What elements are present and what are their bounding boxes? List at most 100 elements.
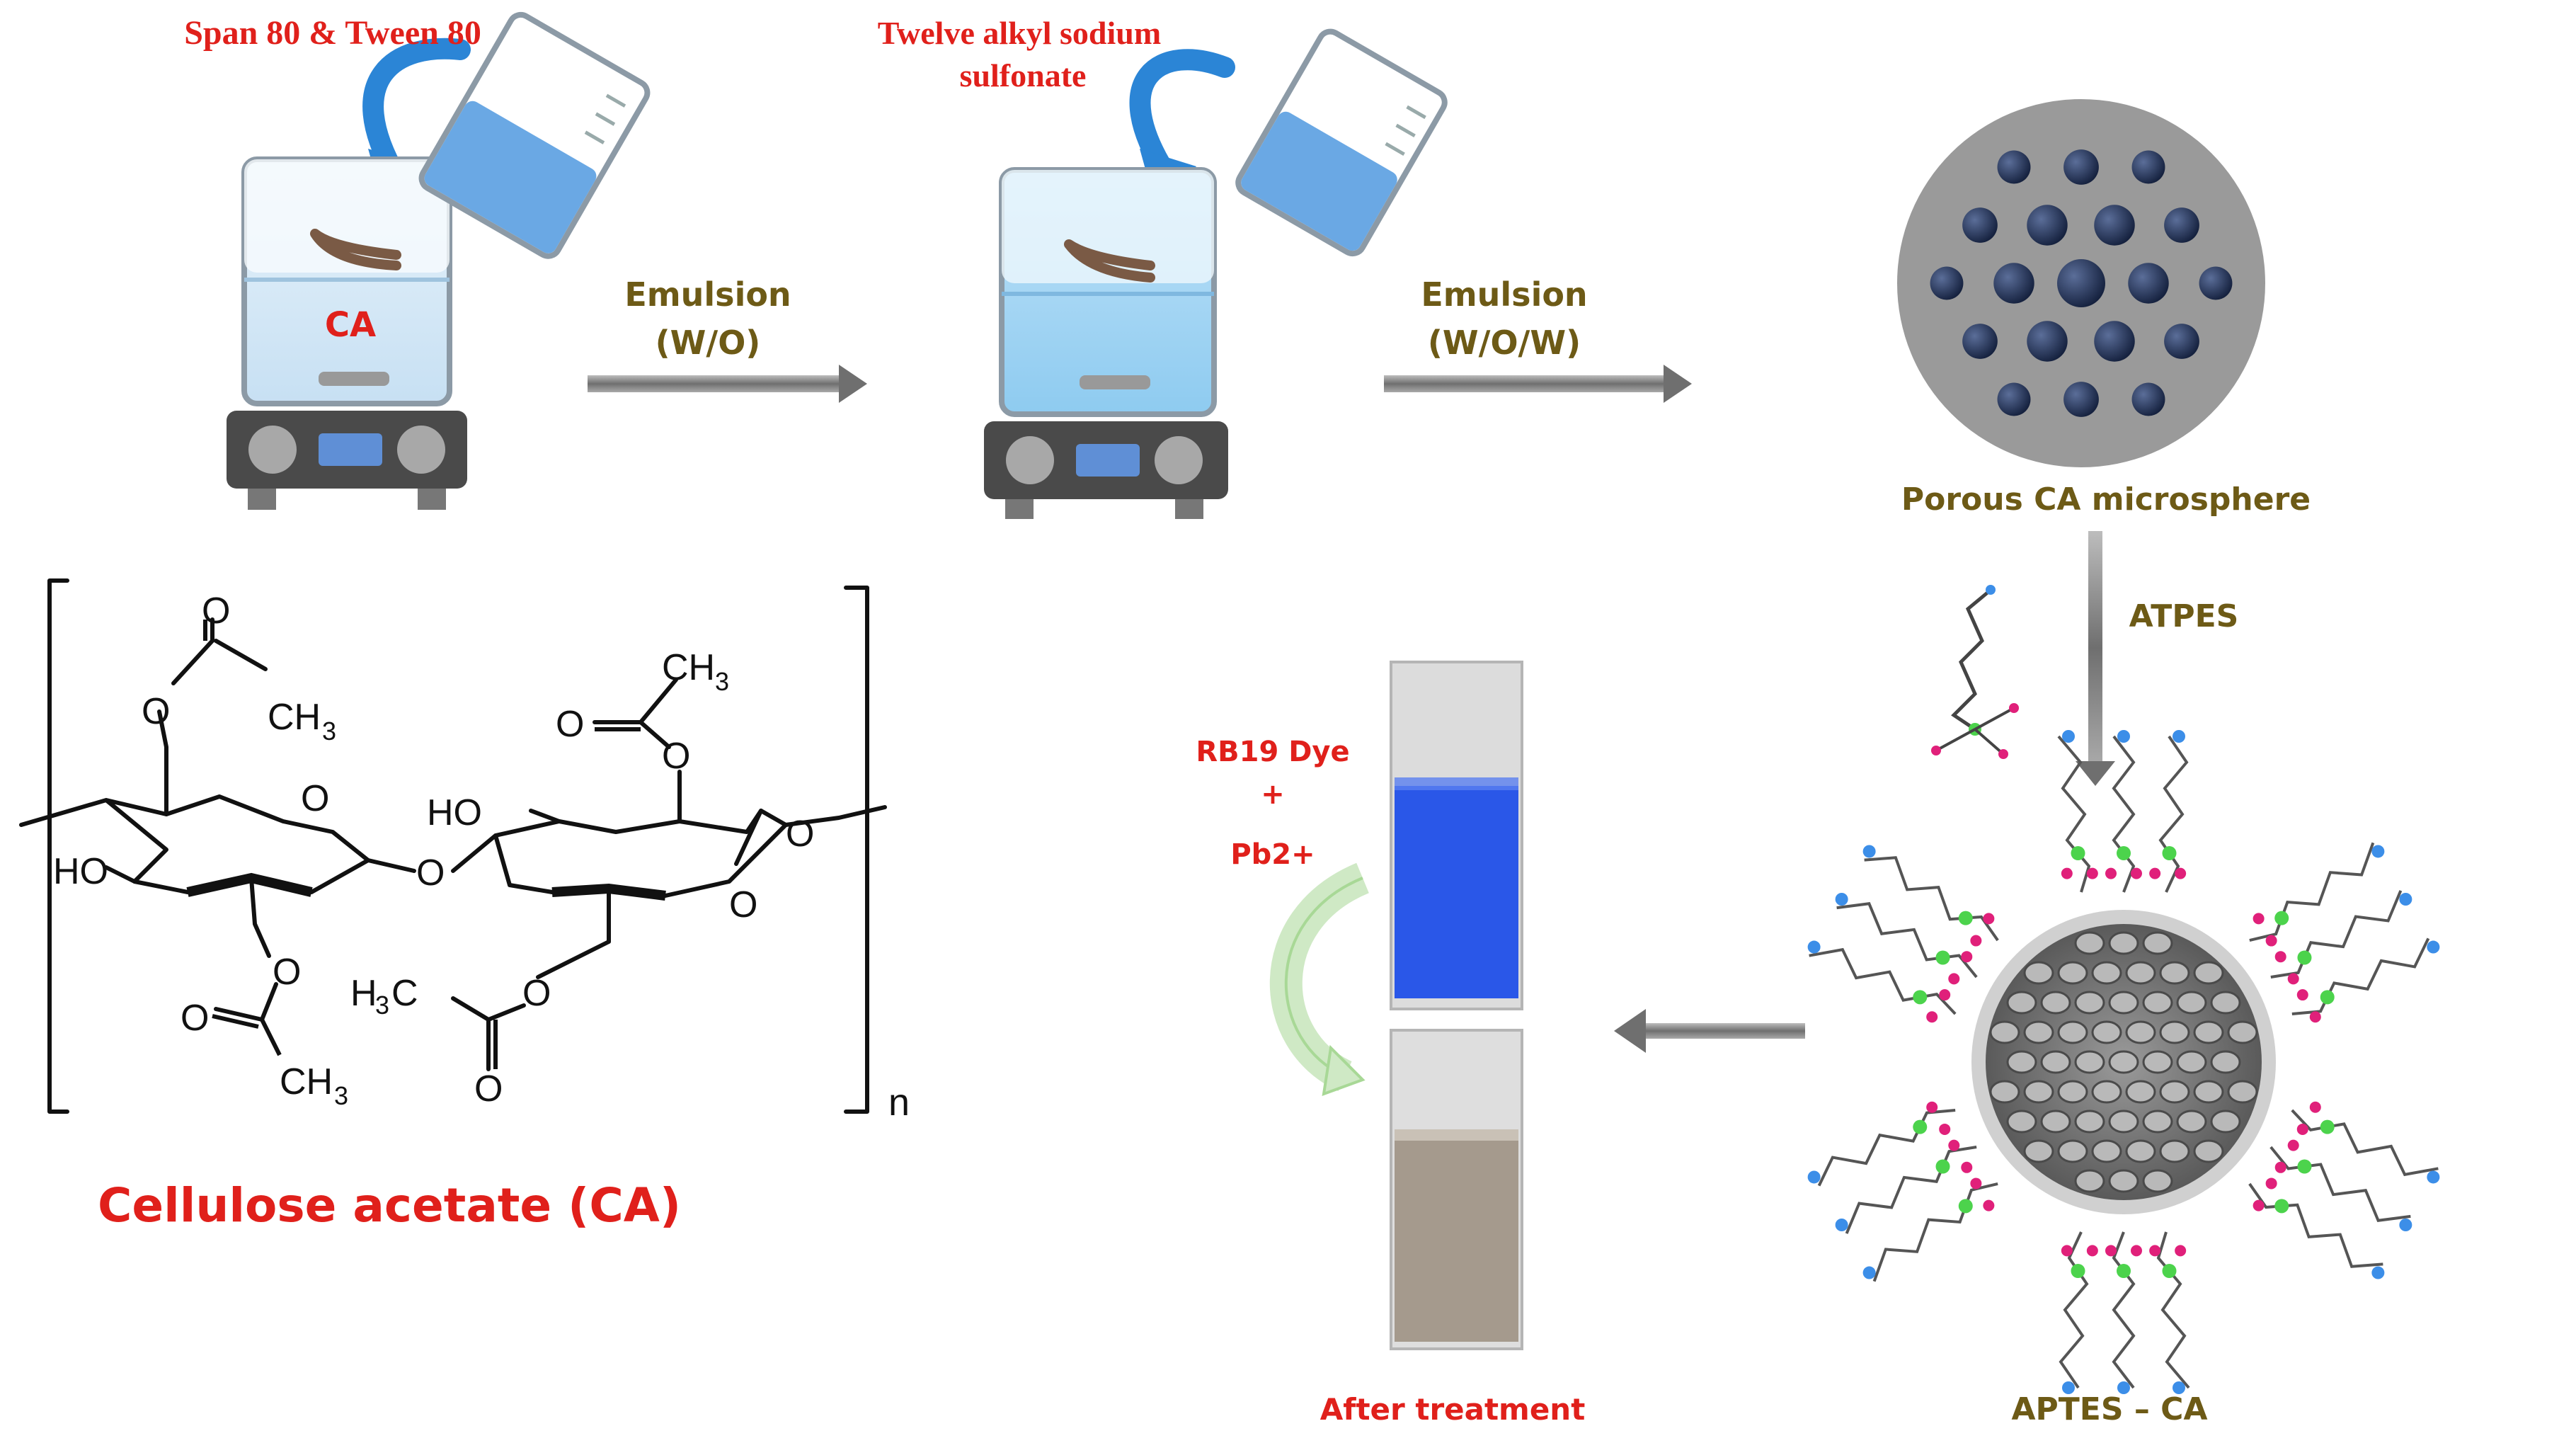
- pore-icon: [2131, 382, 2165, 416]
- oxygen-atom-icon: [2149, 1245, 2161, 1257]
- pore-icon: [2131, 150, 2165, 184]
- pore-icon: [2164, 324, 2199, 359]
- aptes-core-pores: [1989, 931, 2258, 1193]
- silicon-atom-icon: [1935, 1159, 1950, 1174]
- atom-o-10: O: [522, 973, 551, 1014]
- core-pore-icon: [2108, 1050, 2139, 1074]
- silicon-atom-icon: [2274, 1199, 2289, 1214]
- aptes-chain-icon: [2291, 937, 2430, 1015]
- atom-sub-4: 3: [375, 991, 389, 1020]
- atom-o-3: O: [301, 778, 329, 819]
- aptes-chain-icon: [2248, 1182, 2383, 1268]
- oxygen-atom-icon: [1970, 1177, 1982, 1190]
- core-pore-icon: [2006, 1110, 2037, 1134]
- atpes-step: ATPES: [1931, 531, 2238, 786]
- atom-sub-3: 3: [715, 667, 729, 696]
- pore-icon: [1962, 207, 1998, 243]
- step-2-arrow: [1384, 375, 1667, 392]
- surfactant-2-label-line-1: Twelve alkyl sodium: [878, 15, 1161, 51]
- silicon-atom-icon: [1913, 990, 1928, 1005]
- oxygen-atom-icon: [2309, 1101, 2321, 1113]
- core-pore-icon: [2176, 1110, 2207, 1134]
- beaker-setup-1: CA Span 80 & Tween 80: [184, 11, 651, 510]
- core-pore-icon: [1989, 1080, 2020, 1104]
- core-pore-icon: [2125, 1080, 2156, 1104]
- oxygen-atom-icon: [1961, 951, 1973, 963]
- oxygen-atom-icon: [1983, 1199, 1995, 1211]
- aptes-chain-icon: [1845, 1146, 1977, 1234]
- dye-plus: +: [1261, 778, 1285, 811]
- oxygen-atom-icon: [2252, 913, 2265, 925]
- core-pore-icon: [1989, 1020, 2020, 1044]
- amine-group-icon: [2371, 845, 2385, 858]
- core-pore-icon: [2091, 961, 2122, 985]
- oxygen-atom-icon: [2086, 1245, 2098, 1257]
- pour-arrow-2: [1129, 49, 1235, 188]
- oxygen-atom-icon: [2274, 951, 2286, 963]
- core-pore-icon: [2091, 1020, 2122, 1044]
- atom-ch3-3: CH: [662, 647, 715, 688]
- atom-ho-1: HO: [53, 851, 108, 892]
- amine-group-icon: [2062, 1381, 2075, 1394]
- ca-sample-icon: [310, 229, 401, 270]
- core-pore-icon: [2057, 1020, 2088, 1044]
- core-pore-icon: [2193, 1080, 2224, 1104]
- amine-group-icon: [2399, 1219, 2412, 1231]
- stir-bar-icon: [319, 372, 389, 386]
- oxygen-atom-icon: [1948, 973, 1960, 985]
- core-pore-icon: [2210, 1110, 2241, 1134]
- core-pore-icon: [2210, 991, 2241, 1015]
- adsorption-arrow: [1614, 1009, 1805, 1053]
- silicon-atom-icon: [1913, 1119, 1928, 1134]
- atom-ho-2: HO: [427, 792, 482, 833]
- aptes-chain-icon: [1872, 1182, 1998, 1282]
- oxygen-atom-icon: [1983, 913, 1995, 925]
- silicon-atom-icon: [2320, 1119, 2335, 1134]
- amine-group-icon: [1807, 1170, 1821, 1184]
- oxygen-atom-icon: [1926, 1011, 1938, 1023]
- cellulose-acetate-structure: n O O CH 3 O HO O O: [19, 578, 910, 1233]
- silicon-atom-icon: [1958, 911, 1973, 925]
- amine-group-icon: [2062, 730, 2075, 743]
- amine-group-icon: [2117, 730, 2130, 743]
- oxygen-atom-icon: [2061, 867, 2073, 879]
- atom-ch3-1: CH: [268, 697, 321, 738]
- core-pore-icon: [2159, 1139, 2190, 1163]
- step-1-subtitle: (W/O): [656, 324, 761, 362]
- step-2-subtitle: (W/O/W): [1428, 324, 1581, 362]
- oxygen-atom-icon: [2086, 867, 2098, 879]
- aptes-chain-icon: [2156, 1231, 2190, 1389]
- atom-o-6: O: [662, 736, 690, 777]
- silicon-atom-icon: [1958, 1199, 1973, 1214]
- core-pore-icon: [2074, 1050, 2105, 1074]
- oxygen-atom-icon: [2287, 973, 2299, 985]
- pore-icon: [1962, 324, 1998, 359]
- silicon-atom-icon: [2071, 846, 2085, 860]
- oxygen-atom-icon: [1948, 1139, 1960, 1151]
- core-pore-icon: [2006, 991, 2037, 1015]
- core-pore-icon: [2142, 991, 2173, 1015]
- core-pore-icon: [2159, 1080, 2190, 1104]
- treatment-arrow: [1269, 862, 1370, 1091]
- step-2: Emulsion (W/O/W): [1384, 275, 1692, 403]
- oxygen-atom-icon: [2252, 1199, 2265, 1211]
- oxygen-atom-icon: [2309, 1011, 2321, 1023]
- core-pore-icon: [2193, 961, 2224, 985]
- core-pore-icon: [2176, 991, 2207, 1015]
- oxygen-atom-icon: [2105, 867, 2117, 879]
- pouring-beaker-2: [1235, 28, 1448, 257]
- silicon-atom-icon: [2297, 950, 2312, 965]
- pore-icon: [2063, 149, 2099, 185]
- aptes-chain-icon: [2112, 735, 2136, 893]
- oxygen-atom-icon: [1926, 1101, 1938, 1113]
- silicon-atom-icon: [2117, 1264, 2131, 1278]
- core-pore-icon: [2108, 1169, 2139, 1193]
- amine-group-icon: [2427, 940, 2440, 954]
- aptes-chain-icon: [2270, 890, 2403, 979]
- aptes-chain-icon: [2059, 1231, 2089, 1389]
- step-2-title: Emulsion: [1421, 275, 1587, 314]
- core-pore-icon: [2193, 1139, 2224, 1163]
- step-1-title: Emulsion: [624, 275, 791, 314]
- beaker-1-label: CA: [325, 305, 376, 345]
- porous-microsphere: Porous CA microsphere: [1897, 99, 2311, 518]
